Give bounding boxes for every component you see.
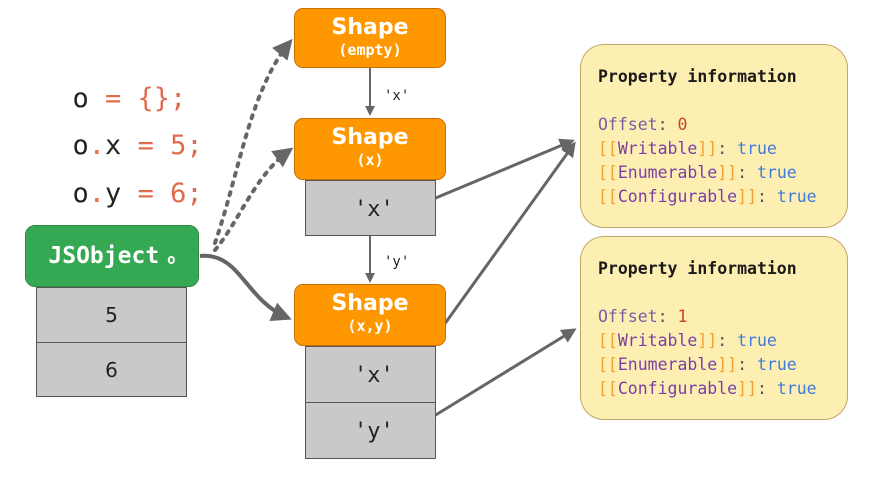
code-ident: o — [72, 178, 89, 209]
attr-row: [[Writable]]: true — [598, 139, 777, 158]
jsobject-value-1: 6 — [36, 342, 187, 397]
offset-row: Offset: 0 — [598, 115, 688, 134]
shape-title: Shape — [331, 125, 409, 150]
code-dot: . — [88, 130, 106, 161]
offset-value: 1 — [677, 307, 688, 326]
code-property: y — [105, 178, 122, 209]
attr-name: Enumerable — [617, 163, 718, 182]
code-ident: o — [72, 83, 89, 114]
property-info-box-1: Property information Offset: 1 [[Writabl… — [580, 236, 848, 420]
code-line-1: o = {}; — [40, 58, 187, 114]
jsobject-label: JSObject — [48, 243, 160, 269]
attr-name: Writable — [617, 139, 698, 158]
shape-empty: Shape (empty) — [294, 8, 446, 68]
attr-name: Configurable — [617, 379, 738, 398]
transition-label-x: 'x' — [384, 88, 410, 104]
attr-value: true — [776, 187, 817, 206]
shape-xy: Shape (x,y) — [294, 284, 446, 346]
attr-value: true — [756, 163, 797, 182]
value-text: 6 — [105, 357, 118, 382]
shape-sub: (x) — [356, 151, 384, 169]
attr-name: Writable — [617, 331, 698, 350]
code-line-2: o.x = 5; — [40, 105, 203, 159]
attr-value: true — [737, 139, 777, 158]
attr-name: Configurable — [617, 187, 738, 206]
shape-sub: (x,y) — [347, 317, 393, 335]
attr-row: [[Writable]]: true — [598, 331, 777, 350]
offset-value: 0 — [677, 115, 688, 134]
dotted-arrow-to-empty-shape — [213, 38, 293, 245]
jsobject-value-0: 5 — [36, 287, 187, 343]
attr-value: true — [756, 355, 797, 374]
value-text: 5 — [105, 303, 118, 327]
code-rest: = 5; — [121, 130, 203, 161]
attr-row: [[Configurable]]: true — [598, 187, 817, 206]
shape-x-slot-x: 'x' — [305, 180, 436, 236]
jsobject-name: o — [167, 252, 176, 268]
shape-title: Shape — [331, 291, 409, 316]
jsobject-box: JSObject o — [25, 225, 199, 287]
shape-xy-slot-x: 'x' — [305, 346, 436, 403]
attr-row: [[Configurable]]: true — [598, 379, 817, 398]
code-ident: o — [72, 130, 89, 161]
property-info-box-0: Property information Offset: 0 [[Writabl… — [580, 44, 848, 228]
offset-key: Offset — [598, 115, 658, 134]
code-property: x — [105, 130, 122, 161]
attr-row: [[Enumerable]]: true — [598, 163, 797, 182]
offset-row: Offset: 1 — [598, 307, 688, 326]
code-dot: . — [88, 178, 106, 209]
shape-xy-slot-y: 'y' — [305, 402, 436, 459]
dotted-arrow-to-x-shape — [213, 147, 294, 252]
slot-label: 'x' — [354, 363, 394, 388]
code-rest: = 6; — [121, 178, 203, 209]
arrow-x-slot-to-info-0 — [413, 138, 575, 209]
attr-name: Enumerable — [617, 355, 718, 374]
property-info-heading: Property information — [598, 67, 797, 86]
code-line-3: o.y = 6; — [40, 153, 203, 207]
shape-sub: (empty) — [338, 41, 402, 59]
transition-label-y: 'y' — [384, 254, 410, 270]
shape-title: Shape — [331, 15, 409, 40]
property-info-heading: Property information — [598, 259, 797, 278]
offset-key: Offset — [598, 307, 658, 326]
arrow-to-xy-shape — [199, 253, 292, 322]
attr-value: true — [737, 331, 777, 350]
attr-row: [[Enumerable]]: true — [598, 355, 797, 374]
slot-label: 'x' — [354, 197, 394, 222]
shape-x: Shape (x) — [294, 118, 446, 180]
attr-value: true — [776, 379, 817, 398]
slot-label: 'y' — [354, 419, 394, 444]
code-rest: = {}; — [88, 83, 187, 114]
